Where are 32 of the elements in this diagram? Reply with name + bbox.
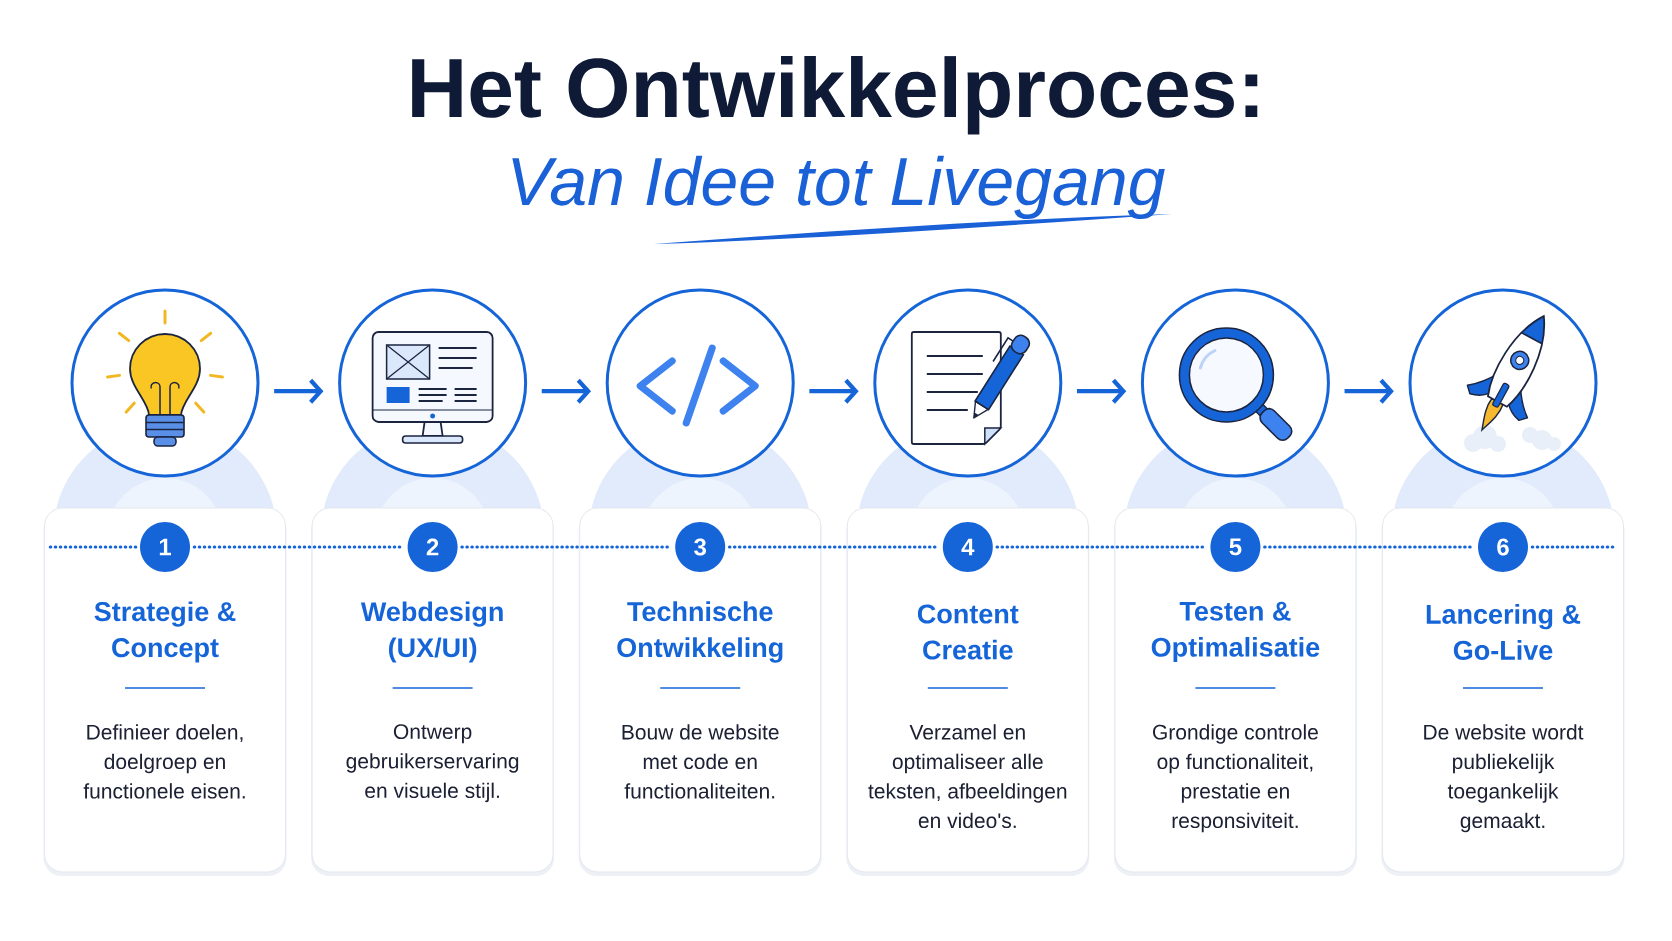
step-card <box>43 507 287 876</box>
subtitle: Van Idee tot Livegang <box>512 155 1172 244</box>
number-badge: 5 <box>1210 522 1261 572</box>
step-description: Grondige controle op functionaliteit, prestatie en responsiviteit. <box>1153 724 1318 833</box>
step-description: De website wordt publiekelijk toegankelijk gemaakt. <box>1424 724 1584 833</box>
number-badge: 3 <box>675 522 726 572</box>
step-card <box>1113 507 1357 876</box>
step-title: Content Creatie <box>917 604 1019 660</box>
number-badge: 4 <box>942 522 993 572</box>
arrow <box>1076 378 1127 404</box>
step-card <box>578 507 822 876</box>
step-description: Bouw de website met code en functionaliteiten. <box>622 724 779 799</box>
step-card <box>846 507 1090 876</box>
step-card <box>1381 507 1625 876</box>
number-badge: 1 <box>140 522 190 572</box>
step-title: Technische Ontwikkeling <box>617 601 783 663</box>
title: Het Ontwikkelproces: <box>412 56 1258 135</box>
dotted-line <box>48 545 138 549</box>
step-card <box>311 507 555 876</box>
arrow <box>541 378 592 404</box>
arrow <box>809 378 859 404</box>
number-badge: 6 <box>1478 522 1528 572</box>
step-title: Strategie & Concept <box>94 601 236 663</box>
arrow <box>1344 378 1394 404</box>
number-badge: 2 <box>407 522 458 572</box>
step-title: Webdesign (UX/UI) <box>360 601 503 663</box>
arrow <box>274 378 324 404</box>
step-description: Verzamel en optimaliseer alle teksten, afbeeldingen en video's. <box>868 724 1067 829</box>
step-description: Definieer doelen, doelgroep en functionele eisen. <box>83 724 245 799</box>
step-description: Ontwerp gebruikerservaring en visuele stijl. <box>346 724 519 803</box>
step-title: Lancering & Go-Live <box>1426 604 1581 660</box>
step-title: Testen & Optimalisatie <box>1151 601 1320 663</box>
